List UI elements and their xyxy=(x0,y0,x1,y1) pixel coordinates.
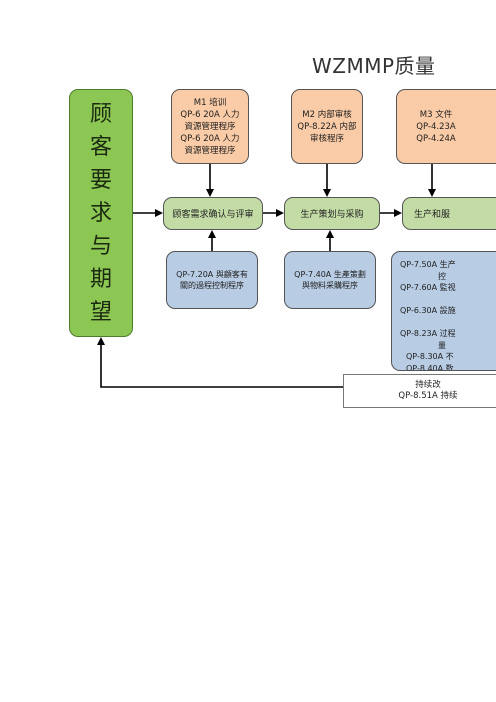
continual-line: QP-8.51A 持续 xyxy=(398,391,458,401)
mgmt-line: 資源管理程序 xyxy=(184,121,236,132)
customer-char: 与 xyxy=(89,233,112,259)
mgmt-training-box: M1 培训 QP-6 20A 人力 資源管理程序 QP-6 20A 人力 資源管… xyxy=(171,89,249,164)
continual-line: 持续改 xyxy=(415,380,441,390)
procedure-line: QP-8.40A 数 xyxy=(406,363,454,371)
customer-char: 顾 xyxy=(89,101,112,127)
mgmt-line: QP-8.22A 内部 xyxy=(297,121,357,132)
procedure-line: QP-7.50A 生产 xyxy=(400,260,456,269)
mgmt-line: M1 培训 xyxy=(193,97,227,108)
mgmt-line: QP-6 20A 人力 xyxy=(180,109,240,120)
customer-char: 要 xyxy=(89,167,112,193)
process-production-service: 生产和服 xyxy=(402,197,496,230)
customer-char: 望 xyxy=(89,299,112,325)
arrow-feedback-loop xyxy=(97,337,343,388)
customer-requirements-box: 顾 客 要 求 与 期 望 xyxy=(69,89,133,337)
mgmt-internal-audit-box: M2 内部审核 QP-8.22A 内部 审核程序 xyxy=(291,89,363,164)
mgmt-line: M2 内部审核 xyxy=(302,109,352,120)
mgmt-line: QP-4.23A xyxy=(416,121,456,132)
mgmt-line: QP-6 20A 人力 xyxy=(180,133,240,144)
procedure-line: QP-7.20A 與顧客有 xyxy=(176,269,248,279)
procedure-line: 量 xyxy=(438,340,446,350)
procedure-line: QP-8.30A 不 xyxy=(406,352,454,361)
mgmt-line: 审核程序 xyxy=(309,133,344,144)
procedure-line: QP-8.23A 过程 xyxy=(400,329,456,338)
procedure-line: QP-6.30A 設施 xyxy=(400,306,456,315)
procedure-line: 與物料采購程序 xyxy=(302,281,358,290)
process-requirement-review: 顾客需求确认与评审 xyxy=(163,197,263,230)
mgmt-line: 資源管理程序 xyxy=(184,145,236,156)
mgmt-line: M3 文件 xyxy=(419,109,453,120)
mgmt-line: QP-4.24A xyxy=(416,133,456,144)
procedure-planning-purchasing: QP-7.40A 生產策劃 與物料采購程序 xyxy=(284,251,376,309)
procedure-line: QP-7.60A 監视 xyxy=(400,283,456,292)
procedure-customer-process: QP-7.20A 與顧客有 關的過程控制程序 xyxy=(166,251,258,309)
customer-char: 期 xyxy=(89,266,112,292)
procedure-line: QP-7.40A 生產策劃 xyxy=(294,269,366,279)
mgmt-documents-box: M3 文件 QP-4.23A QP-4.24A xyxy=(396,89,496,164)
customer-char: 求 xyxy=(89,200,112,226)
process-planning-purchasing: 生产策划与采购 xyxy=(284,197,380,230)
customer-char: 客 xyxy=(89,134,112,160)
diagram-title: WZMMP质量 xyxy=(312,54,436,78)
procedure-production-list: QP-7.50A 生产 控 QP-7.60A 監视 QP-6.30A 設施 QP… xyxy=(391,251,496,371)
procedure-line: 關的過程控制程序 xyxy=(180,281,244,290)
continual-improvement-box: 持续改 QP-8.51A 持续 xyxy=(343,374,496,408)
procedure-line: 控 xyxy=(438,271,446,281)
